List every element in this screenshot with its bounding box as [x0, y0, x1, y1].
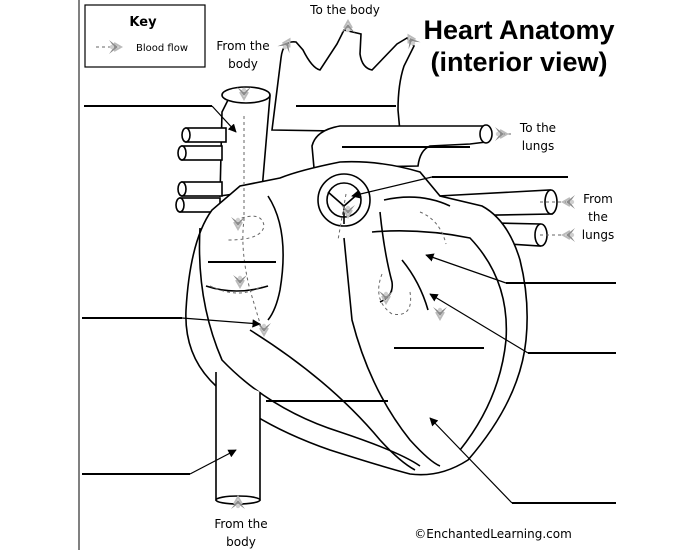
key-legend-text: Blood flow — [136, 43, 188, 54]
key-box: Key Blood flow — [84, 4, 206, 68]
title-line-2: (interior view) — [430, 47, 607, 77]
to-lungs-label-line1: To the — [519, 121, 556, 135]
to-body-top-label: To the body — [309, 3, 380, 17]
pointer-arrow-icon — [429, 417, 513, 504]
key-heading: Key — [129, 15, 157, 30]
pointer-arrow-icon — [429, 293, 529, 354]
heart-illustration — [175, 29, 566, 505]
from-lungs-label-line2: the — [588, 210, 608, 224]
pointer-arrows — [181, 105, 529, 504]
from-body-bottom-label-line1: From the — [214, 517, 267, 531]
pointer-arrow-icon — [181, 317, 261, 328]
title-line-1: Heart Anatomy — [423, 15, 614, 45]
superior-vena-cava — [219, 88, 271, 197]
from-lungs-label-line3: lungs — [582, 228, 614, 242]
blood-flow-arrow-icon — [562, 194, 576, 210]
pointer-arrow-icon — [211, 105, 237, 133]
pointer-arrow-icon — [189, 449, 237, 475]
to-lungs-label-line2: lungs — [522, 139, 554, 153]
left-vessel-stubs — [175, 127, 227, 213]
from-body-top-label-line1: From the — [216, 39, 269, 53]
blood-flow-arrow-icon — [494, 126, 508, 142]
aortic-valve — [317, 173, 371, 227]
aorta — [271, 29, 415, 133]
septum-left-line — [249, 329, 416, 471]
from-body-top-label-line2: body — [228, 57, 258, 71]
blood-flow-arrow-icon — [340, 20, 356, 34]
label-blanks — [82, 105, 616, 504]
outer-wall-inner-line — [198, 227, 421, 467]
heart-outline — [185, 160, 528, 476]
left-ventricle-wall — [371, 230, 508, 451]
inferior-vena-cava — [215, 372, 261, 501]
credit-text: ©EnchantedLearning.com — [414, 527, 572, 541]
septum-line — [343, 237, 441, 467]
from-body-bottom-label-line2: body — [226, 535, 256, 549]
pointer-arrow-icon — [351, 176, 433, 199]
pointer-arrow-icon — [425, 253, 507, 284]
from-lungs-label-line1: From — [583, 192, 613, 206]
blood-flow-arrow-icon — [562, 227, 576, 243]
